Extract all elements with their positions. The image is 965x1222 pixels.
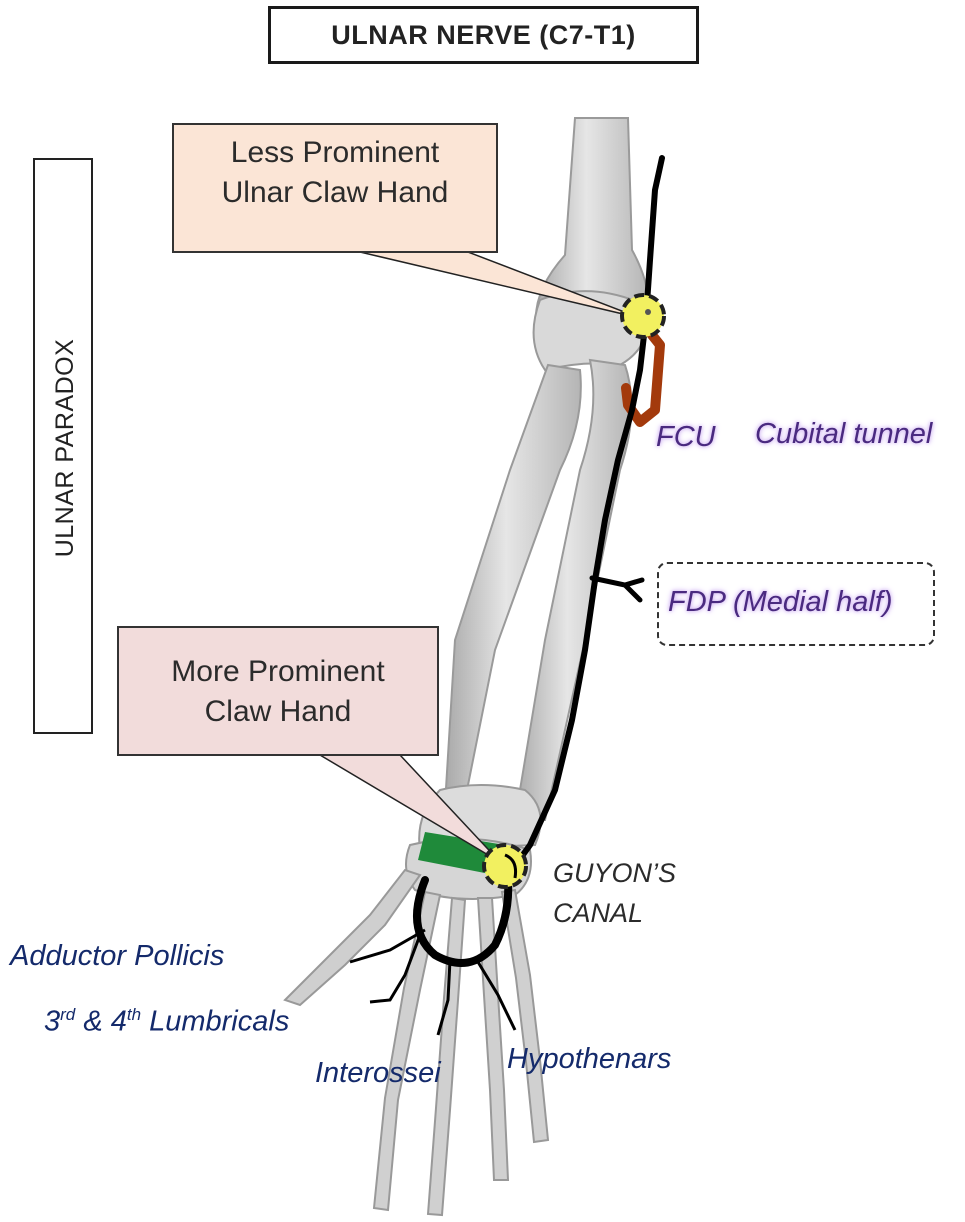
interossei-label: Interossei [315, 1057, 441, 1090]
guyon-canal-site [484, 845, 526, 887]
cubital-tunnel-site [622, 295, 664, 337]
upper-callout-line2: Ulnar Claw Hand [172, 173, 498, 213]
upper-callout-text: Less Prominent Ulnar Claw Hand [172, 133, 498, 213]
upper-callout-line1: Less Prominent [172, 133, 498, 173]
lower-callout-line1: More Prominent [117, 652, 439, 692]
cubital-tunnel-label: Cubital tunnel [755, 418, 932, 451]
guyon-canal-label-line1: GUYON’S [553, 858, 676, 889]
guyon-canal-label-line2: CANAL [553, 898, 643, 929]
fdp-branch [592, 578, 642, 600]
adductor-pollicis-label: Adductor Pollicis [10, 940, 224, 973]
lumbricals-label: 3rd & 4th Lumbricals [44, 1005, 289, 1039]
fdp-label: FDP (Medial half) [668, 586, 893, 619]
lower-callout-line2: Claw Hand [117, 692, 439, 732]
fcu-label: FCU [656, 421, 716, 454]
hypothenars-label: Hypothenars [507, 1043, 671, 1076]
lower-callout-text: More Prominent Claw Hand [117, 652, 439, 732]
